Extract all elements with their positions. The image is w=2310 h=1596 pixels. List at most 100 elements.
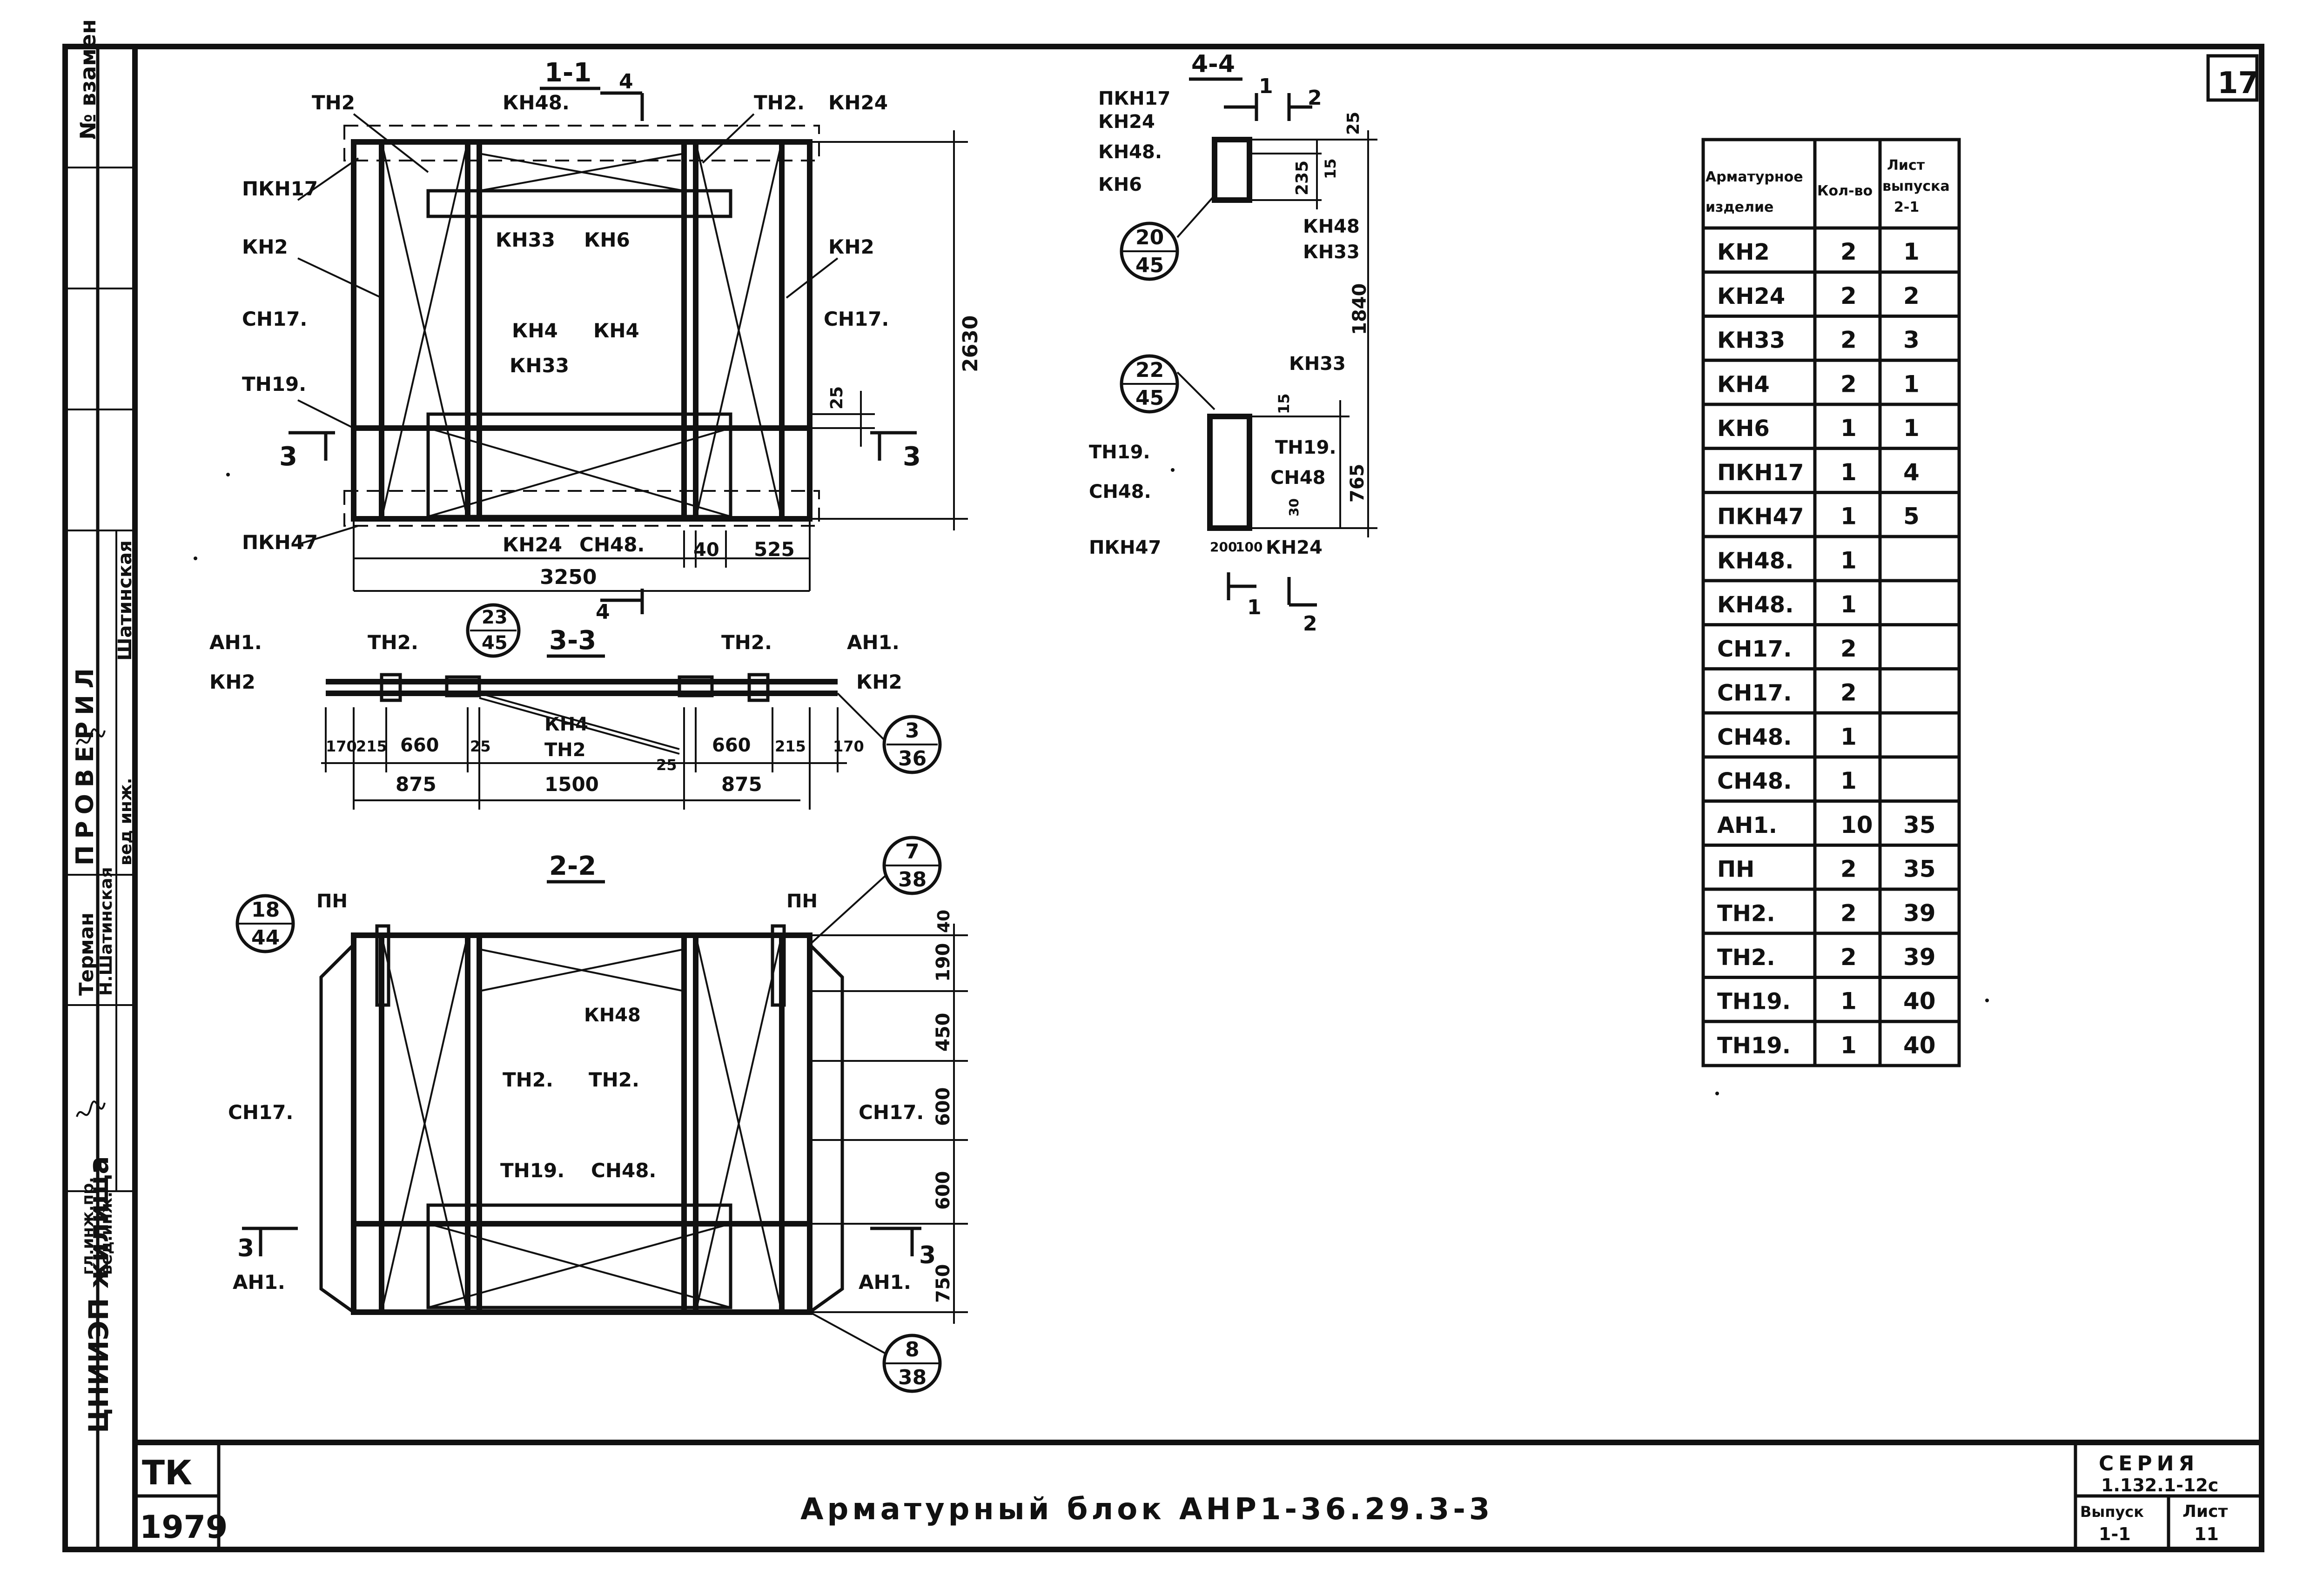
spec-cell-qty: 2 [1840, 370, 1857, 397]
issue-label: Выпуск [2080, 1503, 2144, 1521]
v44-cut2-bot: 2 [1303, 612, 1317, 636]
spec-cell-qty: 2 [1840, 944, 1857, 971]
v22-dim-1: 190 [933, 943, 954, 982]
v33-dim-7: 170 [833, 738, 864, 755]
spec-cell-item: СН48. [1717, 768, 1792, 794]
v22-cut3-right: 3 [919, 1241, 936, 1269]
v44-label-12: КН24 [1266, 537, 1323, 558]
spec-cell-sheet: 1 [1903, 238, 1920, 265]
v11-label-6: КН33 [496, 228, 555, 251]
spec-cell-sheet: 1 [1903, 370, 1920, 397]
stamp-proveril: ПРОВЕРИЛ [71, 662, 99, 865]
v44-label-7: ТН19. [1089, 442, 1150, 463]
spec-header-sheet-2: выпуска [1882, 178, 1950, 194]
spec-cell-item: ПКН47 [1717, 504, 1804, 530]
v11-label-8: КН2 [828, 235, 874, 258]
spec-cell-sheet: 40 [1903, 988, 1936, 1015]
spec-cell-item: СН17. [1717, 680, 1792, 706]
spec-cell-qty: 2 [1840, 327, 1857, 354]
cut-4-bottom: 4 [596, 600, 610, 624]
spec-cell-item: КН24 [1717, 283, 1785, 309]
spec-header-sheet-3: 2-1 [1894, 199, 1919, 215]
stamp-ved-inzh: вед инж. [116, 778, 135, 865]
view-title-1-1: 1-1 [544, 58, 591, 88]
stamp-name2: Н.Шатинская [97, 867, 116, 996]
v33-dim-1: 215 [356, 738, 387, 755]
v44-label-5: КН33 [1303, 241, 1360, 263]
spec-cell-sheet: 5 [1903, 503, 1920, 530]
v44-label-6: КН33 [1289, 353, 1346, 375]
spec-cell-item: ПН [1717, 857, 1754, 883]
page-label: Лист [2182, 1502, 2228, 1521]
spec-cell-item: КН33 [1717, 328, 1785, 354]
v44-cut1-bot: 1 [1247, 596, 1262, 619]
view-4-4: 4-4 1 2 1 2 20 45 22 45 [1089, 50, 1377, 636]
spec-cell-qty: 1 [1840, 723, 1857, 750]
v11-label-1: КН48. [503, 91, 570, 114]
v22-callout-a-top: 18 [251, 898, 280, 922]
spec-cell-qty: 2 [1840, 238, 1857, 265]
spec-cell-item: КН4 [1717, 371, 1770, 397]
v44-label-11: ПКН47 [1089, 537, 1161, 558]
view-3-3: 3-3 23 45 3 36 АН1. ТН2. ТН [209, 603, 942, 810]
spec-header-qty: Кол-во [1817, 183, 1873, 199]
v33-dim-0: 170 [326, 738, 357, 755]
v11-dim-3250: 3250 [540, 565, 597, 589]
v44-callout-b-bot: 45 [1135, 386, 1164, 410]
v33-label-5: КН2 [856, 671, 902, 693]
spec-cell-qty: 1 [1840, 767, 1857, 794]
v33-label-6: КН4 [544, 714, 588, 735]
spec-cell-sheet: 2 [1903, 282, 1920, 309]
signature-2 [76, 728, 106, 745]
spec-cell-qty: 1 [1840, 591, 1857, 618]
spec-header-sheet-1: Лист [1887, 157, 1925, 174]
spec-cell-item: ТН2. [1717, 945, 1775, 971]
spec-cell-qty: 1 [1840, 459, 1857, 486]
v22-label-1: ПН [786, 891, 818, 912]
v44-dim-4: 15 [1275, 393, 1293, 414]
v11-dim-40: 40 [693, 539, 719, 561]
spec-cell-qty: 2 [1840, 282, 1857, 309]
spec-cell-qty: 2 [1840, 679, 1857, 706]
v44-dim-7: 200 [1210, 539, 1237, 555]
spec-cell-qty: 2 [1840, 899, 1857, 926]
v33-label-4: КН2 [209, 671, 255, 693]
v33-callout-b-bot: 36 [898, 747, 927, 771]
spec-cell-item: ПКН17 [1717, 460, 1804, 486]
v44-label-0: ПКН17 [1098, 88, 1170, 109]
v33-dim-2: 660 [400, 735, 439, 756]
v22-callout-b-bot: 38 [898, 868, 927, 892]
v33-dim-4: 25 [656, 756, 677, 774]
v22-label-8: СН48. [591, 1159, 656, 1182]
spec-cell-qty: 2 [1840, 635, 1857, 662]
v33-label-0: АН1. [209, 631, 262, 654]
v22-label-0: ПН [316, 891, 348, 912]
spec-table: Арматурное изделие Кол-во Лист выпуска 2… [1701, 138, 1961, 1067]
v22-label-6: СН17. [859, 1101, 924, 1124]
v33-dim-3: 25 [470, 738, 491, 755]
v44-dim-3: 1840 [1349, 283, 1370, 335]
v22-label-10: АН1. [859, 1271, 911, 1294]
spec-cell-qty: 1 [1840, 503, 1857, 530]
v11-label-11: КН4 [593, 319, 639, 342]
issue-value: 1-1 [2099, 1524, 2131, 1544]
spec-cell-qty: 2 [1840, 856, 1857, 883]
noise-marks [194, 468, 1989, 1095]
v11-label-9: СН17. [242, 308, 307, 330]
v44-label-4: КН48 [1303, 216, 1360, 237]
stamp-ved-inzh2: вед.инж. [97, 1192, 116, 1275]
org-code: ТК [142, 1453, 192, 1492]
v22-dim-2: 450 [933, 1013, 954, 1052]
v44-callout-a-top: 20 [1135, 226, 1164, 249]
stamp-checker: Шатинская [114, 540, 136, 661]
v44-callout-a-bot: 45 [1135, 254, 1164, 277]
view-1-1: 1-1 [242, 58, 982, 624]
spec-cell-qty: 1 [1840, 988, 1857, 1015]
signature-1 [76, 1100, 106, 1117]
v33-dim-10: 875 [721, 773, 762, 796]
spec-cell-qty: 1 [1840, 415, 1857, 442]
v22-callout-b-top: 7 [905, 840, 920, 864]
stamp-gl-inzh: гл.инж.пр. [79, 1177, 97, 1275]
left-stamp: № взамен ПРОВЕРИЛ Шатинская вед инж. Тер… [65, 19, 136, 1549]
v44-dim-2: 25 [1344, 112, 1363, 135]
